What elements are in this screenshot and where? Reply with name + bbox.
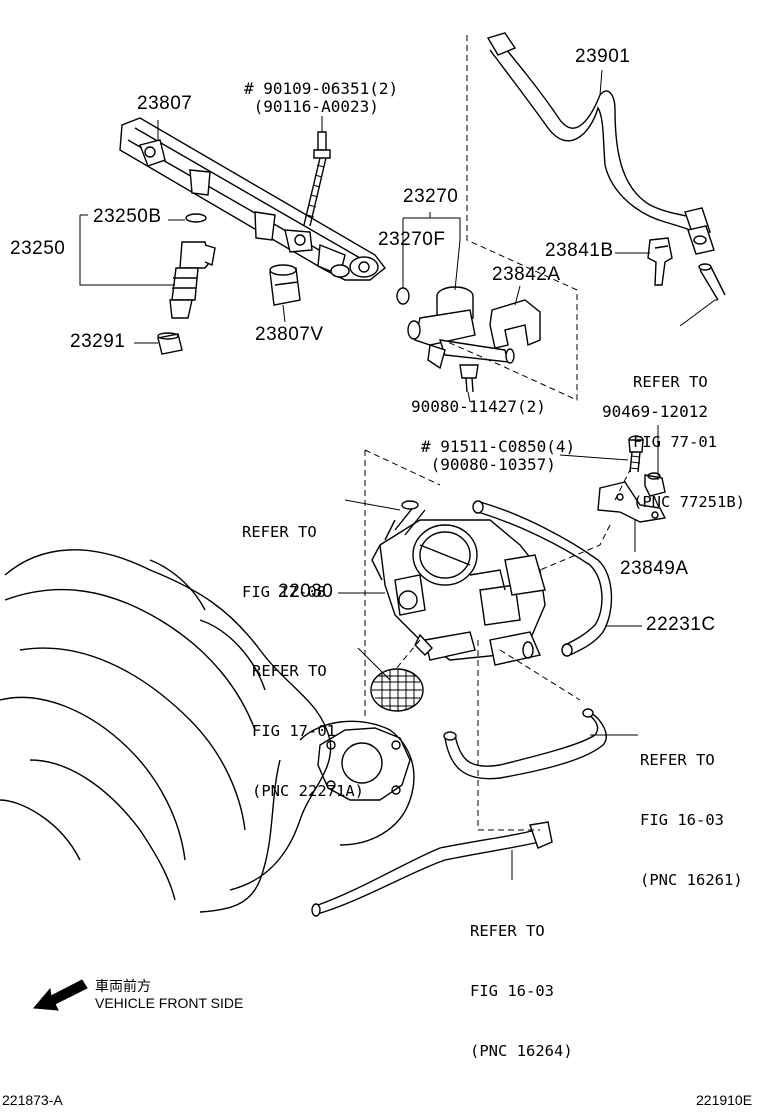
label-23807v: 23807V — [255, 324, 324, 345]
pressure-regulator-drawing — [396, 286, 515, 370]
refer-pnc: (PNC 22271A) — [252, 782, 364, 800]
label-23901: 23901 — [575, 46, 631, 67]
refer-fig-16-03-b: REFER TO FIG 16-03 (PNC 16264) — [470, 881, 573, 1081]
label-23807: 23807 — [137, 93, 193, 114]
bracket-drawing — [597, 472, 667, 523]
label-90109: # 90109-06351(2) — [244, 79, 399, 98]
label-23841b: 23841B — [545, 240, 614, 261]
refer-line: REFER TO — [633, 373, 708, 391]
label-23842a: 23842A — [492, 264, 561, 285]
hoses-drawing — [311, 500, 613, 917]
leader-lines — [80, 70, 718, 880]
orientation-en: VEHICLE FRONT SIDE — [95, 995, 244, 1011]
insulator-drawing — [269, 264, 301, 306]
fuel-injector-drawing — [157, 213, 216, 355]
orientation-jp: 車両前方 — [95, 978, 151, 994]
refer-line: REFER TO — [640, 751, 715, 769]
dashed-lines — [364, 35, 631, 831]
refer-line: REFER TO — [252, 662, 327, 680]
refer-line: REFER TO — [242, 523, 317, 541]
bolt-90080-11427-drawing — [459, 364, 479, 393]
front-arrow-icon — [32, 979, 88, 1011]
refer-fig-17-01: REFER TO FIG 17-01 (PNC 22271A) — [252, 621, 364, 821]
pipe-77-01-drawing — [698, 263, 726, 301]
refer-pnc: (PNC 77251B) — [633, 493, 745, 511]
label-91511: # 91511-C0850(4) — [421, 437, 576, 456]
fuel-hose-drawing — [486, 32, 715, 255]
refer-fig: FIG 16-03 — [470, 982, 554, 1000]
label-23270f: 23270F — [378, 229, 446, 250]
label-23849a: 23849A — [620, 558, 689, 579]
refer-fig: FIG 17-08 — [242, 583, 326, 601]
clamp-23842a-drawing — [489, 299, 541, 349]
label-23270: 23270 — [403, 186, 459, 207]
label-23250b: 23250B — [93, 206, 162, 227]
bolt-90109-drawing — [303, 116, 331, 227]
label-22030: 22030 — [278, 581, 334, 602]
refer-fig: FIG 16-03 — [640, 811, 724, 829]
label-90116: (90116-A0023) — [244, 97, 379, 116]
label-90469: 90469-12012 — [602, 402, 708, 421]
refer-pnc: (PNC 16261) — [640, 871, 743, 889]
refer-line: REFER TO — [470, 922, 545, 940]
figure-code-left: 221873-A — [2, 1092, 63, 1108]
label-90080-10357: (90080-10357) — [421, 455, 556, 474]
refer-fig: FIG 17-01 — [252, 722, 336, 740]
fuel-delivery-pipe-drawing — [119, 117, 386, 281]
refer-fig: FIG 77-01 — [633, 433, 717, 451]
label-90080-11427: 90080-11427(2) — [411, 397, 546, 416]
refer-pnc: (PNC 16264) — [470, 1042, 573, 1060]
label-23250: 23250 — [10, 238, 66, 259]
figure-code-right: 221910E — [696, 1092, 753, 1108]
refer-fig-77-01: REFER TO FIG 77-01 (PNC 77251B) — [633, 332, 745, 532]
refer-fig-16-03-a: REFER TO FIG 16-03 (PNC 16261) — [640, 710, 743, 910]
label-22231c: 22231C — [646, 614, 716, 635]
intake-manifold-drawing — [0, 549, 415, 913]
bolt-91511-drawing — [628, 435, 644, 473]
gasket-drawing — [370, 668, 424, 712]
throttle-body-drawing — [371, 519, 546, 666]
refer-fig-17-08: REFER TO FIG 17-08 — [242, 482, 326, 622]
label-23291: 23291 — [70, 331, 126, 352]
clip-23841b-drawing — [647, 237, 673, 286]
